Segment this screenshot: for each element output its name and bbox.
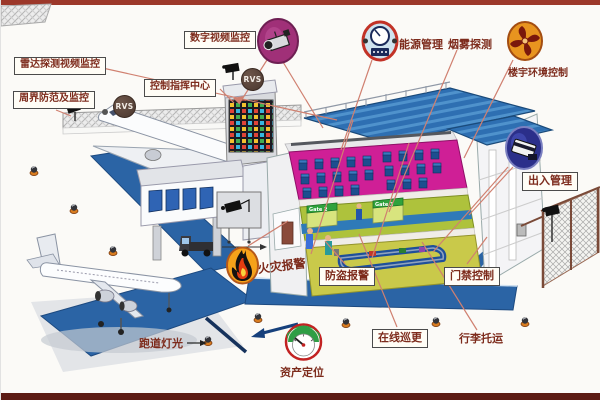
gate-sign-left: Gate 2 (309, 207, 328, 213)
label-baggage: 行李托运 (459, 332, 503, 345)
cctv-camera-icon (257, 18, 299, 64)
asset-gauge-icon (284, 323, 323, 361)
label-door-control: 门禁控制 (444, 267, 500, 286)
bottom-border-bar (1, 393, 600, 400)
label-smoke: 烟雾探测 (448, 38, 492, 51)
barrier-arm (520, 215, 545, 227)
label-energy: 能源管理 (399, 38, 443, 51)
passengers (306, 228, 339, 256)
fence-camera-icon (542, 204, 560, 242)
rvs-badge: RVS (241, 68, 264, 91)
label-building-env: 楼宇环境控制 (508, 68, 568, 79)
pointer-arrows (187, 244, 299, 346)
asset-arrow (258, 322, 299, 336)
luggage (399, 248, 406, 253)
luggage (369, 251, 376, 256)
tower-camera-icon (222, 62, 240, 74)
fan-icon (507, 21, 543, 61)
gate-counter-right: Gate 3 (372, 197, 404, 224)
gate-agent (356, 203, 362, 220)
label-digital-video: 数字视频监控 (184, 31, 256, 49)
access-card-icon (505, 126, 543, 170)
label-asset: 资产定位 (280, 366, 324, 379)
rvs-badge: RVS (113, 95, 136, 118)
boundary-fence (516, 186, 600, 288)
roof-deck-upper (303, 87, 536, 144)
gate-barrier-box (516, 223, 527, 237)
side-door (281, 221, 294, 245)
asset-arrowhead (251, 328, 265, 338)
luggage (419, 247, 425, 252)
label-online-patrol: 在线巡更 (372, 329, 428, 348)
camera-panel (216, 191, 262, 229)
energy-gauge-icon (361, 20, 399, 62)
service-truck (179, 236, 213, 257)
gate-sign-right: Gate 3 (375, 202, 394, 208)
airplane-bottom (26, 233, 197, 353)
label-perimeter: 周界防范及监控 (13, 91, 95, 109)
flame-icon (226, 246, 259, 285)
label-burglar-alarm: 防盗报警 (319, 267, 375, 286)
top-border-bar (1, 0, 600, 5)
gate-counter-left: Gate 2 (306, 202, 338, 229)
label-access: 出入管理 (522, 172, 578, 191)
runway-edge-line (204, 316, 248, 354)
label-control-center: 控制指挥中心 (144, 79, 216, 97)
label-runway-light: 跑道灯光 (139, 337, 183, 350)
video-wall (228, 99, 274, 153)
terminal-building: Gate 2 Gate 3 (136, 62, 555, 297)
panel-camera-icon (224, 200, 243, 213)
label-radar-video: 雷达探测视频监控 (14, 57, 106, 75)
